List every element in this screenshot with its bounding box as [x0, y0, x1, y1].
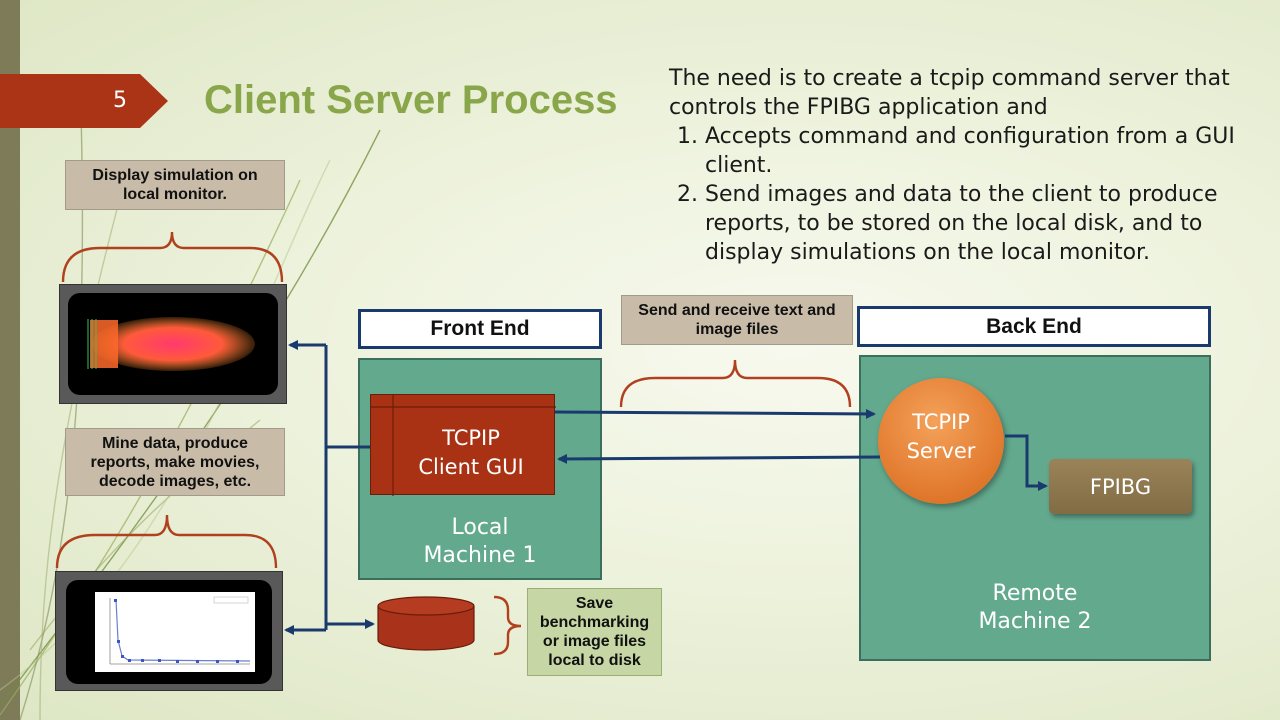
chart-thumbnail-icon [95, 592, 255, 672]
tcpip-server-label-line1: TCPIP [912, 410, 970, 434]
left-decor-strip [0, 0, 20, 720]
slide-title: Client Server Process [204, 78, 618, 122]
simulation-monitor-icon [59, 284, 287, 404]
tcpip-server-circle [878, 378, 1004, 504]
local-machine-label: Local Machine 1 [358, 514, 602, 570]
tcpip-server-label-line2: Server [906, 439, 976, 463]
simulation-screen [68, 293, 278, 395]
tcpip-server-label: TCPIP Server [878, 408, 1004, 466]
intro-list: Accepts command and configuration from a… [669, 122, 1249, 267]
intro-list-item: Accepts command and configuration from a… [705, 122, 1249, 180]
disk-cylinder-icon [377, 596, 475, 651]
client-gui-label-line2: Client GUI [418, 455, 524, 479]
simulation-particles-icon [87, 317, 255, 371]
brace-send-receive [619, 359, 852, 408]
front-end-header: Front End [358, 309, 602, 349]
client-gui-label: TCPIP Client GUI [396, 424, 546, 482]
slide-number-tab [0, 74, 168, 128]
client-gui-label-line1: TCPIP [442, 426, 500, 450]
label-save-files: Save benchmarking or image files local t… [527, 588, 662, 676]
label-send-receive: Send and receive text and image files [621, 295, 853, 345]
back-end-header: Back End [857, 306, 1211, 347]
client-gui-window [370, 394, 556, 496]
slide-number: 5 [113, 88, 127, 113]
chart-screen [66, 580, 272, 684]
brace-save [493, 595, 522, 656]
intro-text: The need is to create a tcpip command se… [669, 66, 1230, 120]
local-machine-label-line2: Machine 1 [423, 543, 537, 568]
remote-machine-label: Remote Machine 2 [859, 580, 1211, 636]
remote-machine-label-line2: Machine 2 [978, 609, 1092, 634]
remote-machine-label-line1: Remote [992, 581, 1078, 606]
intro-text-block: The need is to create a tcpip command se… [669, 64, 1249, 267]
arrow-server-to-gui [557, 453, 881, 464]
local-machine-label-line1: Local [451, 515, 509, 540]
intro-list-item: Send images and data to the client to pr… [705, 180, 1249, 267]
fpibg-app-box: FPIBG [1049, 459, 1192, 514]
label-display-simulation: Display simulation on local monitor. [65, 160, 285, 210]
chart-monitor-icon [55, 571, 283, 691]
label-mine-data: Mine data, produce reports, make movies,… [65, 428, 285, 496]
arrow-gui-to-server [554, 408, 876, 419]
window-frame-icon [371, 395, 556, 496]
